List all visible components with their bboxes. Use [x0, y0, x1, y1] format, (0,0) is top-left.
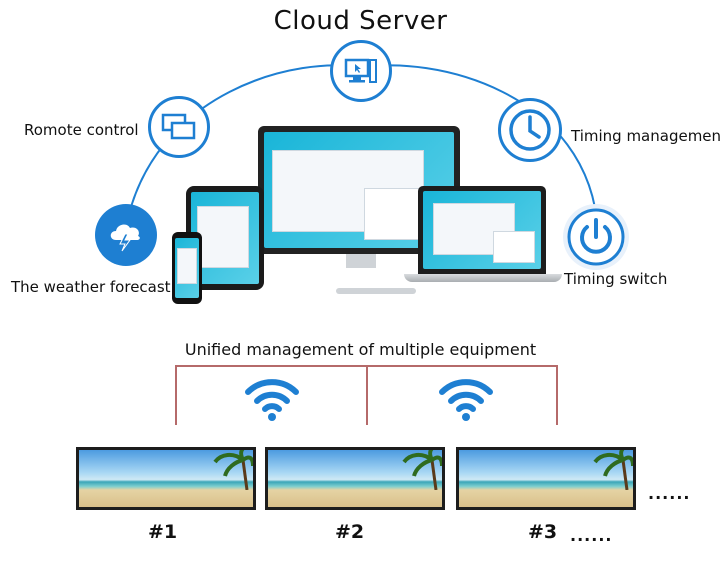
remote-control-node — [148, 96, 210, 158]
wifi-icon — [245, 379, 299, 421]
clock-icon — [509, 109, 551, 151]
computer-icon — [344, 58, 377, 83]
device-label-1: #1 — [148, 521, 178, 543]
monitor-base — [336, 288, 416, 294]
diagram-title: Cloud Server — [273, 6, 448, 36]
monitor-stand — [346, 254, 376, 268]
display-panel-2 — [265, 447, 445, 510]
display-panel-1 — [76, 447, 256, 510]
more-devices-indicator: ...... — [648, 484, 691, 503]
remote-control-label: Romote control — [24, 121, 139, 139]
device-label-2: #2 — [335, 521, 365, 543]
cloud-lightning-icon — [110, 224, 140, 252]
timing-switch-label: Timing switch — [564, 270, 668, 288]
device-label-3: #3 — [528, 521, 558, 543]
timing-management-label: Timing management — [571, 127, 721, 145]
weather-node — [95, 204, 157, 266]
power-icon — [567, 208, 625, 266]
palm-tree-icon — [213, 450, 253, 490]
wifi-icon — [439, 379, 493, 421]
connector-middle-line — [366, 365, 368, 425]
laptop-device — [418, 186, 546, 274]
timing-management-node — [498, 98, 562, 162]
display-panel-3 — [456, 447, 636, 510]
laptop-base — [404, 274, 562, 282]
more-devices-indicator-2: ...... — [570, 526, 613, 545]
windows-icon — [161, 113, 196, 140]
timing-switch-node — [563, 204, 629, 270]
weather-label: The weather forecast — [11, 278, 171, 296]
palm-tree-icon — [402, 450, 442, 490]
connector-right-line — [556, 365, 558, 425]
connector-left-line — [175, 365, 177, 425]
palm-tree-icon — [593, 450, 633, 490]
phone-device — [172, 232, 202, 304]
computer-node — [330, 40, 392, 102]
management-subtitle: Unified management of multiple equipment — [184, 340, 537, 359]
